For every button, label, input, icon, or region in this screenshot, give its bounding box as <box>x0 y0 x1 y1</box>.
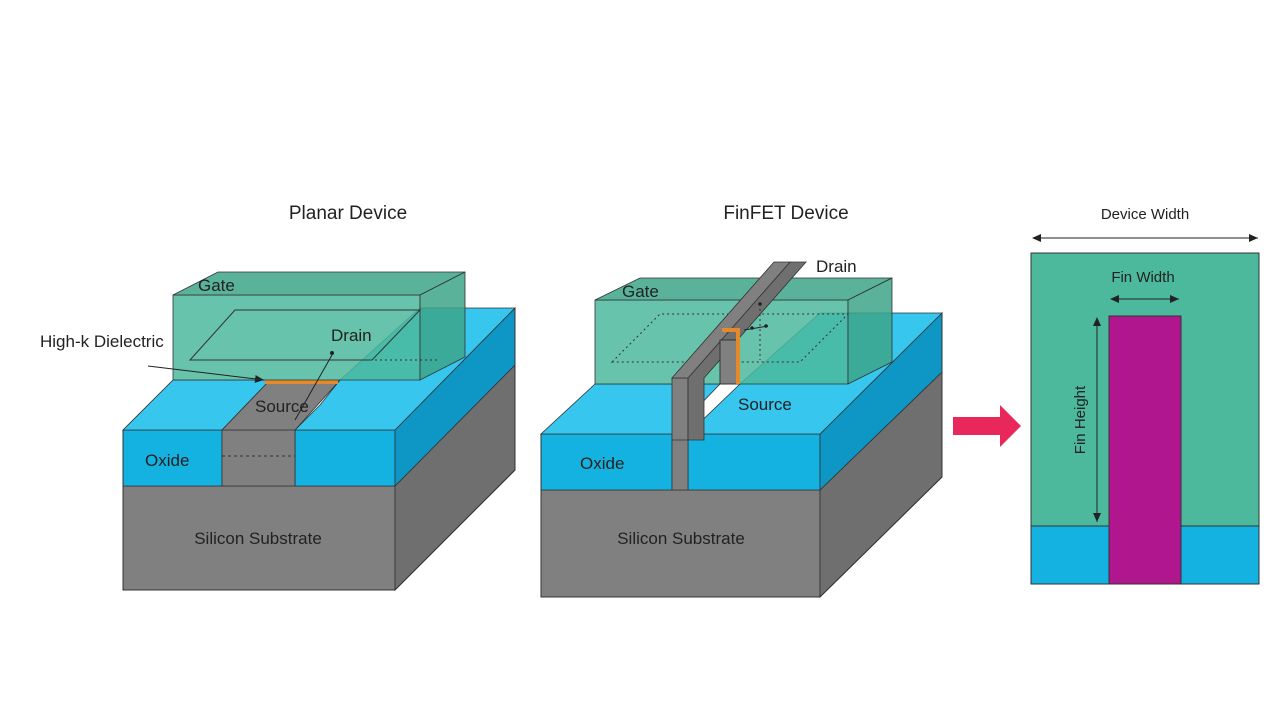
planar-dielectric-label: High-k Dielectric <box>40 332 164 351</box>
finfet-gate-side <box>847 277 893 385</box>
finfet-fin-front <box>671 377 689 441</box>
finfet-oxide-right-front <box>687 433 821 491</box>
finfet-substrate-label: Silicon Substrate <box>617 529 745 548</box>
planar-dielectric-pointer <box>147 365 265 383</box>
finfet-fin-top <box>671 261 791 379</box>
finfet-gate-label: Gate <box>622 282 659 301</box>
planar-channel-front <box>221 429 296 487</box>
fin-width-label: Fin Width <box>1111 269 1174 286</box>
finfet-oxide-label: Oxide <box>580 454 624 473</box>
finfet-source-label: Source <box>738 395 792 414</box>
fin-cross-section: Device Width Fin Width Fin Height <box>1030 206 1260 585</box>
finfet-device: FinFET Device Gate Drain Source Oxide Si… <box>539 203 943 598</box>
finfet-high-k-dielectric <box>722 328 740 384</box>
finfet-title: FinFET Device <box>723 203 848 224</box>
planar-oxide-label: Oxide <box>145 451 189 470</box>
fin-height-label: Fin Height <box>1072 385 1089 454</box>
planar-gate-label: Gate <box>198 276 235 295</box>
cross-section-fin <box>1108 315 1182 585</box>
finfet-fin-front-lower <box>671 433 689 491</box>
planar-substrate-label: Silicon Substrate <box>194 529 322 548</box>
finfet-drain-label: Drain <box>816 257 857 276</box>
planar-title: Planar Device <box>289 203 407 224</box>
planar-source-label: Source <box>255 397 309 416</box>
planar-oxide-right-front <box>294 429 396 487</box>
device-width-label: Device Width <box>1101 206 1189 223</box>
planar-drain-label: Drain <box>331 326 372 345</box>
planar-gate-side <box>419 271 466 381</box>
transition-arrow-icon <box>953 405 1021 447</box>
planar-device: Planar Device Gate Drain Source Oxide Si… <box>40 203 516 591</box>
